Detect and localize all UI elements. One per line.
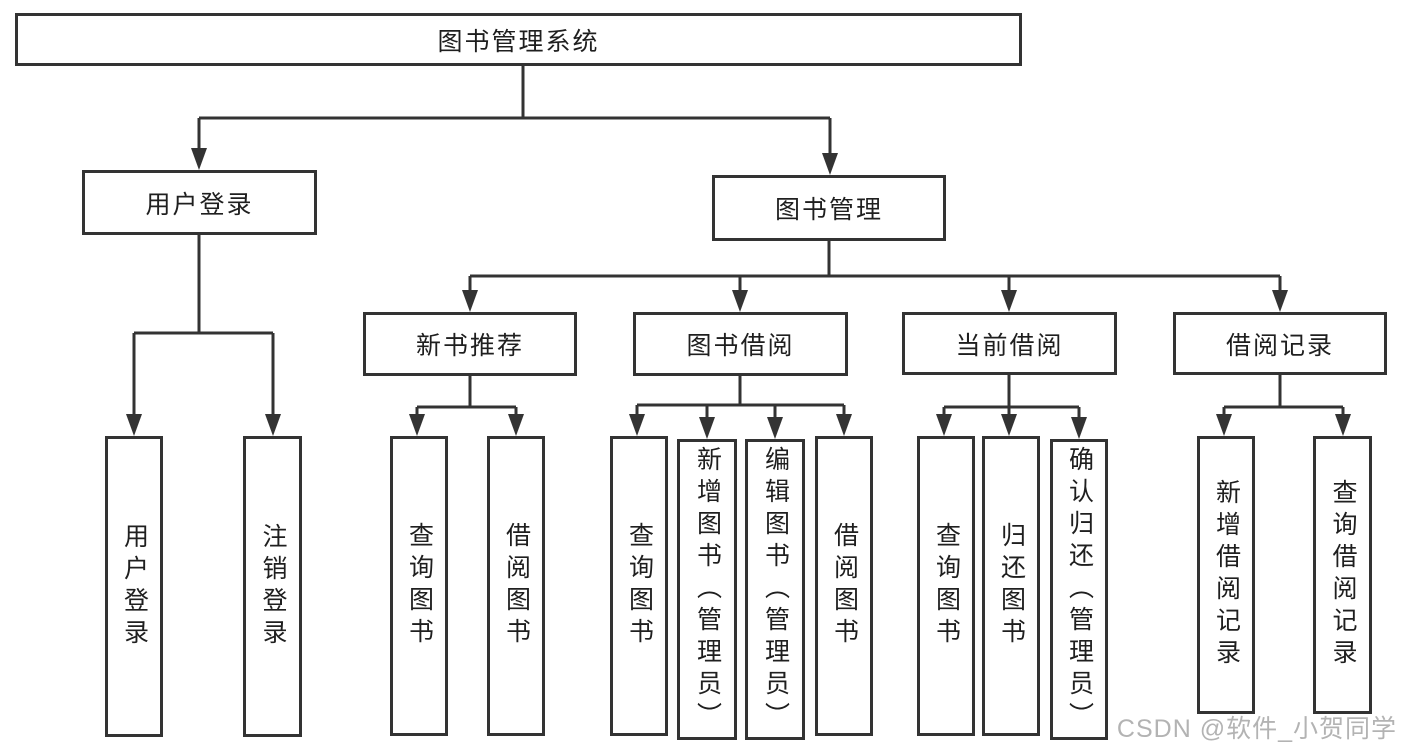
node-current-borrow: 当前借阅 [902, 312, 1117, 375]
node-user-login: 用户登录 [82, 170, 317, 235]
node-book-management: 图书管理 [712, 175, 946, 241]
leaf-confirm-return-admin: 确认归还（管理员） [1050, 439, 1108, 740]
leaf-return-book: 归还图书 [982, 436, 1040, 736]
leaf-recommend-query-book: 查询图书 [390, 436, 448, 736]
leaf-add-book-admin: 新增图书（管理员） [677, 439, 737, 740]
leaf-add-borrow-record: 新增借阅记录 [1197, 436, 1255, 714]
node-root: 图书管理系统 [15, 13, 1022, 66]
arrowheads [126, 148, 1351, 439]
leaf-borrow-book: 借阅图书 [815, 436, 873, 736]
node-borrow-record: 借阅记录 [1173, 312, 1387, 375]
leaf-recommend-borrow-book: 借阅图书 [487, 436, 545, 736]
leaf-query-borrow-record: 查询借阅记录 [1313, 436, 1372, 714]
leaf-user-login: 用户登录 [105, 436, 163, 737]
leaf-current-query-book: 查询图书 [917, 436, 975, 736]
leaf-borrow-query-book: 查询图书 [610, 436, 668, 736]
leaf-edit-book-admin: 编辑图书（管理员） [745, 439, 805, 740]
leaf-logout: 注销登录 [243, 436, 302, 737]
watermark: CSDN @软件_小贺同学 [1116, 715, 1397, 743]
node-book-borrow: 图书借阅 [633, 312, 848, 376]
node-new-book-recommend: 新书推荐 [363, 312, 577, 376]
